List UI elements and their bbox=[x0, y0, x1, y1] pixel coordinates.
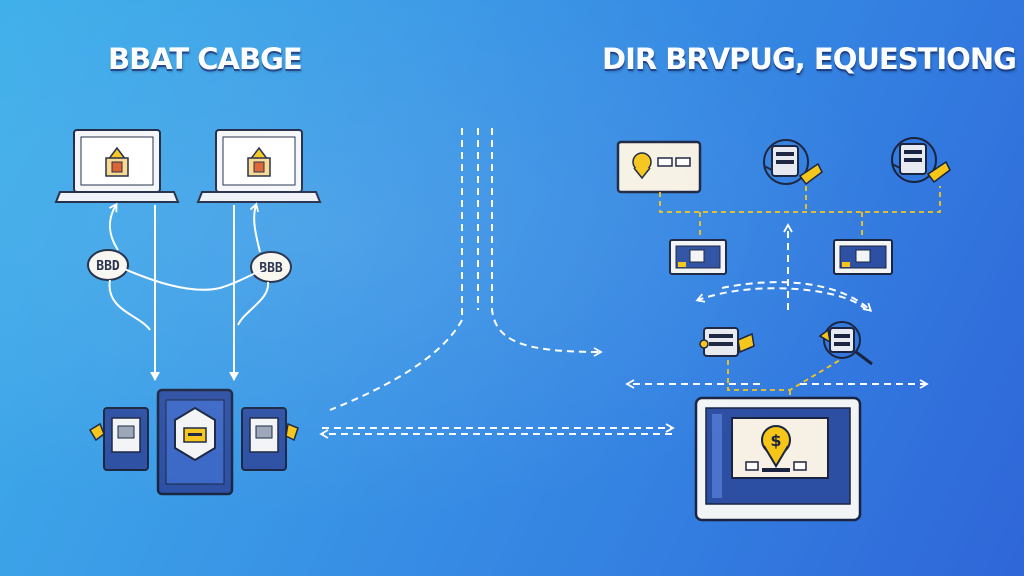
right-flows bbox=[625, 223, 929, 389]
top-card bbox=[616, 140, 702, 194]
left-title: BBAT CABGE bbox=[108, 42, 303, 76]
coin-symbol: $ bbox=[770, 431, 781, 450]
location-pin-icon: $ bbox=[761, 425, 791, 468]
bubble-left-label: BBD bbox=[96, 259, 120, 274]
small-tablet-left bbox=[88, 407, 149, 471]
small-screen-left bbox=[669, 239, 727, 275]
laptop-left-2 bbox=[196, 129, 322, 203]
yellow-network bbox=[659, 186, 941, 398]
bubble-right: BBB bbox=[250, 251, 292, 283]
laptop-left-1 bbox=[54, 129, 180, 203]
padlock-icon bbox=[105, 146, 129, 177]
server-bot-mid-1 bbox=[699, 327, 755, 357]
server-bot-top-1 bbox=[763, 139, 823, 186]
right-title: DIR BRVPUG, EQUESTIONG bbox=[602, 42, 1017, 76]
server-bot-mid-2 bbox=[818, 321, 873, 366]
center-flows bbox=[319, 128, 675, 439]
left-connectors bbox=[108, 202, 270, 381]
bubble-left: BBD bbox=[87, 249, 129, 281]
big-monitor: $ bbox=[694, 396, 862, 522]
tablet-cluster bbox=[156, 388, 234, 496]
small-tablet-right bbox=[241, 407, 299, 471]
padlock-icon bbox=[247, 146, 271, 177]
server-bot-top-2 bbox=[891, 137, 951, 184]
bubble-right-label: BBB bbox=[259, 261, 283, 276]
small-screen-right bbox=[833, 239, 893, 275]
